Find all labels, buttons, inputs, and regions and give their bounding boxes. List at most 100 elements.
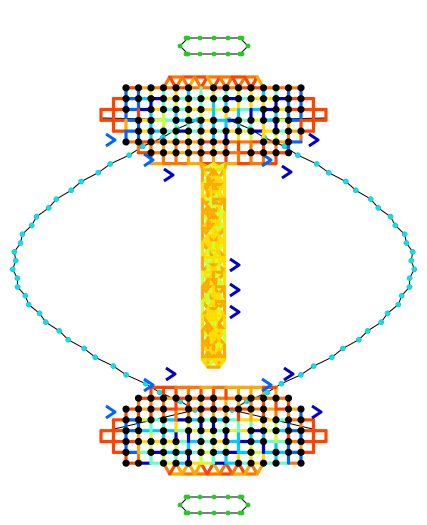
pad-node-icon bbox=[212, 52, 217, 57]
atom-icon bbox=[285, 395, 292, 402]
wall-node-icon bbox=[353, 188, 358, 193]
atom-icon bbox=[185, 149, 192, 156]
atom-icon bbox=[147, 449, 154, 456]
wall-node-icon bbox=[356, 337, 361, 342]
atom-icon bbox=[185, 395, 192, 402]
bond-line bbox=[201, 463, 207, 474]
atom-icon bbox=[260, 460, 267, 467]
atom-icon bbox=[247, 95, 254, 102]
atom-icon bbox=[272, 149, 279, 156]
atom-icon bbox=[285, 95, 292, 102]
atom-icon bbox=[135, 416, 142, 423]
atom-icon bbox=[135, 438, 142, 445]
atom-icon bbox=[135, 395, 142, 402]
wall-node-icon bbox=[23, 293, 28, 298]
atom-icon bbox=[297, 438, 304, 445]
wall-node-icon bbox=[407, 276, 412, 281]
pad-node-icon bbox=[226, 52, 231, 57]
atom-icon bbox=[235, 405, 242, 412]
stretched-bond-icon bbox=[230, 306, 239, 318]
atom-icon bbox=[160, 128, 167, 135]
wall-node-icon bbox=[12, 249, 17, 254]
atom-icon bbox=[135, 84, 142, 91]
bond-line bbox=[207, 463, 213, 474]
pad-node-icon bbox=[212, 511, 217, 516]
atom-icon bbox=[285, 106, 292, 113]
pad-node-icon bbox=[240, 495, 245, 500]
atom-icon bbox=[247, 84, 254, 91]
wall-node-icon bbox=[127, 153, 132, 158]
bond-line bbox=[201, 77, 207, 88]
wall-node-icon bbox=[157, 390, 162, 395]
wall-node-icon bbox=[326, 170, 331, 175]
pad-node-icon bbox=[178, 503, 183, 508]
atom-icon bbox=[235, 95, 242, 102]
atom-icon bbox=[210, 427, 217, 434]
atom-icon bbox=[210, 84, 217, 91]
atom-icon bbox=[197, 95, 204, 102]
atom-icon bbox=[272, 449, 279, 456]
wall-node-icon bbox=[15, 284, 20, 289]
atom-icon bbox=[297, 427, 304, 434]
atom-icon bbox=[147, 395, 154, 402]
atom-icon bbox=[185, 128, 192, 135]
atom-icon bbox=[272, 460, 279, 467]
atom-icon bbox=[147, 138, 154, 145]
wall-node-icon bbox=[329, 355, 334, 360]
pad-node-icon bbox=[240, 36, 245, 41]
wall-node-icon bbox=[54, 196, 59, 201]
wall-node-icon bbox=[396, 302, 401, 307]
pad-node-icon bbox=[226, 36, 231, 41]
atom-icon bbox=[222, 128, 229, 135]
atom-icon bbox=[272, 138, 279, 145]
top-pad-outline bbox=[180, 38, 248, 54]
atom-icon bbox=[185, 95, 192, 102]
atom-icon bbox=[135, 138, 142, 145]
wall-node-icon bbox=[407, 284, 412, 289]
atom-icon bbox=[197, 449, 204, 456]
atom-icon bbox=[172, 95, 179, 102]
atom-icon bbox=[197, 405, 204, 412]
atom-icon bbox=[172, 438, 179, 445]
wall-node-icon bbox=[93, 355, 98, 360]
atom-icon bbox=[210, 117, 217, 124]
atom-icon bbox=[172, 460, 179, 467]
atom-icon bbox=[135, 460, 142, 467]
pad-node-icon bbox=[226, 511, 231, 516]
atom-icon bbox=[135, 128, 142, 135]
atom-icon bbox=[122, 138, 129, 145]
stretched-bond-icon bbox=[230, 259, 239, 271]
stretched-bond-icon bbox=[309, 134, 318, 146]
atom-icon bbox=[135, 95, 142, 102]
wall-node-icon bbox=[108, 161, 113, 166]
atom-icon bbox=[197, 106, 204, 113]
atom-icon bbox=[260, 438, 267, 445]
atom-icon bbox=[160, 95, 167, 102]
atom-icon bbox=[272, 84, 279, 91]
atom-icon bbox=[160, 106, 167, 113]
atom-icon bbox=[147, 128, 154, 135]
bond-line bbox=[195, 77, 201, 88]
atom-icon bbox=[185, 106, 192, 113]
atom-icon bbox=[272, 427, 279, 434]
pad-node-icon bbox=[246, 503, 251, 508]
wall-node-icon bbox=[79, 179, 84, 184]
wall-node-icon bbox=[412, 267, 417, 272]
atom-icon bbox=[172, 149, 179, 156]
atom-icon bbox=[185, 138, 192, 145]
atom-icon bbox=[285, 427, 292, 434]
wall-node-icon bbox=[57, 328, 62, 333]
atom-icon bbox=[247, 405, 254, 412]
wall-node-icon bbox=[340, 346, 345, 351]
atom-icon bbox=[247, 128, 254, 135]
atom-icon bbox=[260, 106, 267, 113]
wall-node-icon bbox=[18, 240, 23, 245]
wall-node-icon bbox=[13, 258, 18, 263]
atom-icon bbox=[222, 438, 229, 445]
atom-icon bbox=[185, 460, 192, 467]
atom-icon bbox=[197, 416, 204, 423]
wall-node-icon bbox=[298, 372, 303, 377]
pad-node-icon bbox=[184, 495, 189, 500]
wall-node-icon bbox=[265, 390, 270, 395]
